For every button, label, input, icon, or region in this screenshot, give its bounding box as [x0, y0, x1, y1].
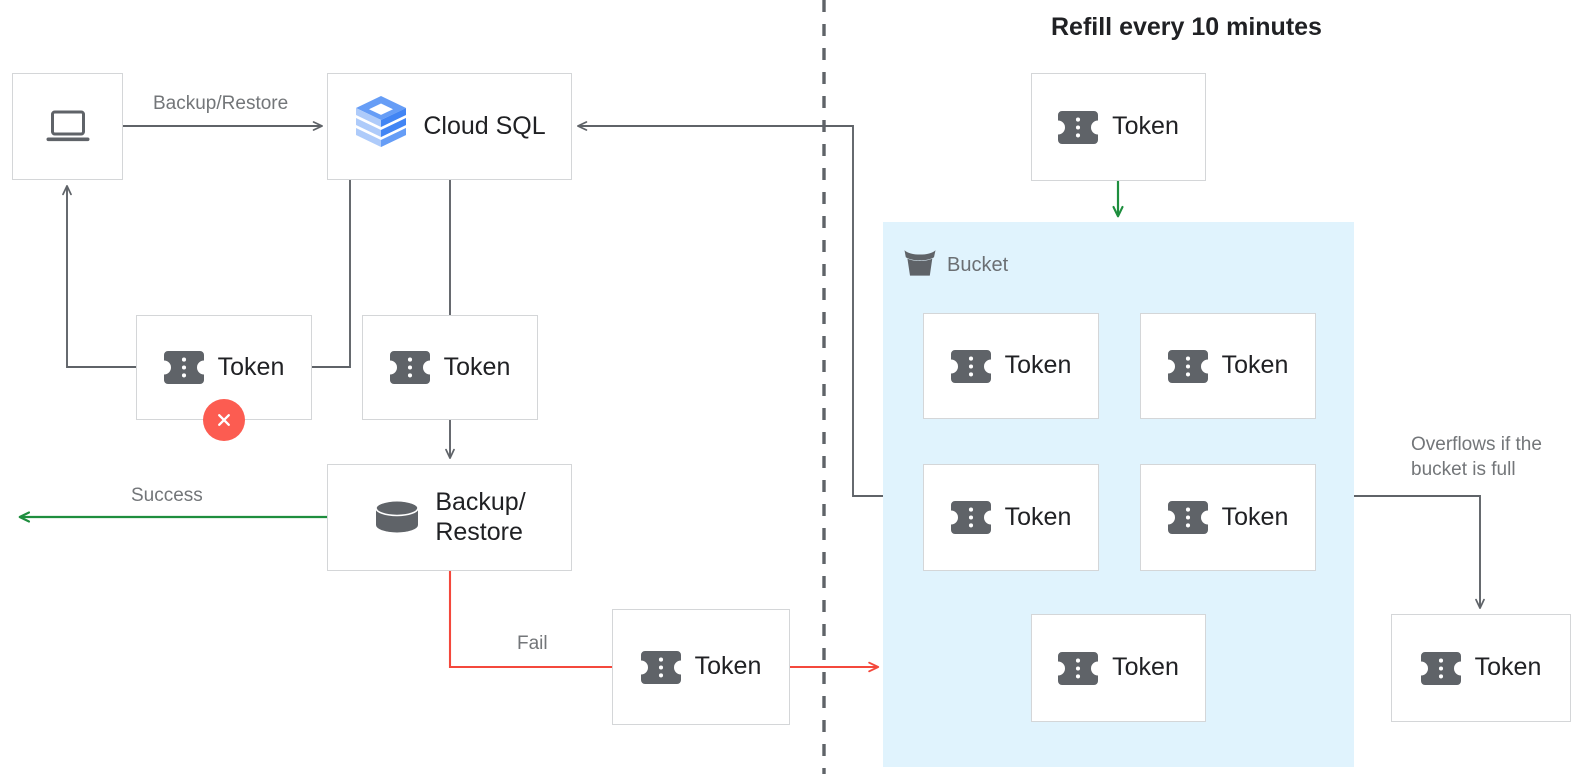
arrow-token-left-to-client — [62, 185, 136, 368]
node-content: Cloud SQL — [353, 95, 546, 159]
node-content: Token — [1058, 651, 1179, 685]
bucket-header: Bucket — [903, 248, 1008, 283]
node-label: Token — [1221, 351, 1289, 380]
status-badge-error — [203, 399, 245, 441]
node-content: Token — [950, 349, 1072, 383]
bucket-label: Bucket — [947, 254, 1009, 276]
node-content: Token — [163, 351, 285, 384]
node-label: Cloud SQL — [423, 111, 546, 140]
edge-label-fail: Fail — [517, 633, 548, 654]
node-token-refill[interactable]: Token — [1031, 73, 1206, 181]
node-content — [45, 108, 91, 146]
node-token-fail[interactable]: Token — [612, 609, 790, 725]
token-icon — [1058, 651, 1099, 685]
arrow-bucket-to-cloudsql — [577, 121, 883, 497]
node-content: Token — [1167, 349, 1289, 383]
node-label: Backup/ Restore — [435, 488, 526, 546]
node-label: Token — [217, 352, 285, 381]
token-icon — [950, 501, 991, 534]
token-icon — [163, 351, 204, 384]
node-content: Token — [640, 650, 762, 684]
node-label: Token — [1004, 351, 1072, 380]
node-cloudsql[interactable]: Cloud SQL — [327, 73, 572, 180]
token-icon — [389, 351, 430, 384]
arrow-cloudsql-to-token-left — [312, 180, 351, 368]
node-backup[interactable]: Backup/ Restore — [327, 464, 572, 571]
laptop-icon — [45, 108, 91, 146]
node-token-b2[interactable]: Token — [1140, 313, 1316, 419]
node-label: Token — [1474, 653, 1542, 682]
node-content: Token — [950, 501, 1072, 534]
node-client[interactable] — [12, 73, 123, 180]
token-icon — [640, 650, 681, 684]
node-label: Token — [443, 352, 511, 381]
node-content: Backup/ Restore — [373, 488, 526, 547]
node-token-b1[interactable]: Token — [923, 313, 1099, 419]
node-label: Token — [1112, 112, 1179, 141]
node-content: Token — [389, 351, 511, 384]
token-icon — [1420, 651, 1461, 685]
node-label: Token — [1004, 502, 1072, 531]
node-label: Token — [694, 652, 762, 681]
database-icon — [373, 498, 421, 538]
node-content: Token — [1420, 651, 1542, 685]
node-label: Token — [1112, 653, 1179, 682]
node-token-b4[interactable]: Token — [1140, 464, 1316, 571]
page-title: Refill every 10 minutes — [1051, 13, 1322, 41]
edge-label-success: Success — [131, 485, 203, 506]
error-x-icon — [214, 410, 234, 430]
edge-label-overflow: Overflows if the bucket is full — [1411, 434, 1542, 480]
node-token-b3[interactable]: Token — [923, 464, 1099, 571]
node-content: Token — [1058, 110, 1179, 144]
token-icon — [1167, 349, 1208, 383]
arrow-bucket-overflow — [1354, 495, 1485, 609]
node-token-overflow[interactable]: Token — [1391, 614, 1571, 722]
node-label: Token — [1221, 502, 1289, 531]
node-token-b5[interactable]: Token — [1031, 614, 1206, 722]
node-content: Token — [1167, 501, 1289, 534]
cloudsql-icon — [353, 95, 409, 159]
bucket-icon — [903, 248, 937, 283]
edge-label-backup-restore: Backup/Restore — [153, 93, 289, 114]
token-icon — [950, 349, 991, 383]
token-icon — [1058, 110, 1099, 144]
node-token-right[interactable]: Token — [362, 315, 538, 420]
token-icon — [1167, 501, 1208, 534]
